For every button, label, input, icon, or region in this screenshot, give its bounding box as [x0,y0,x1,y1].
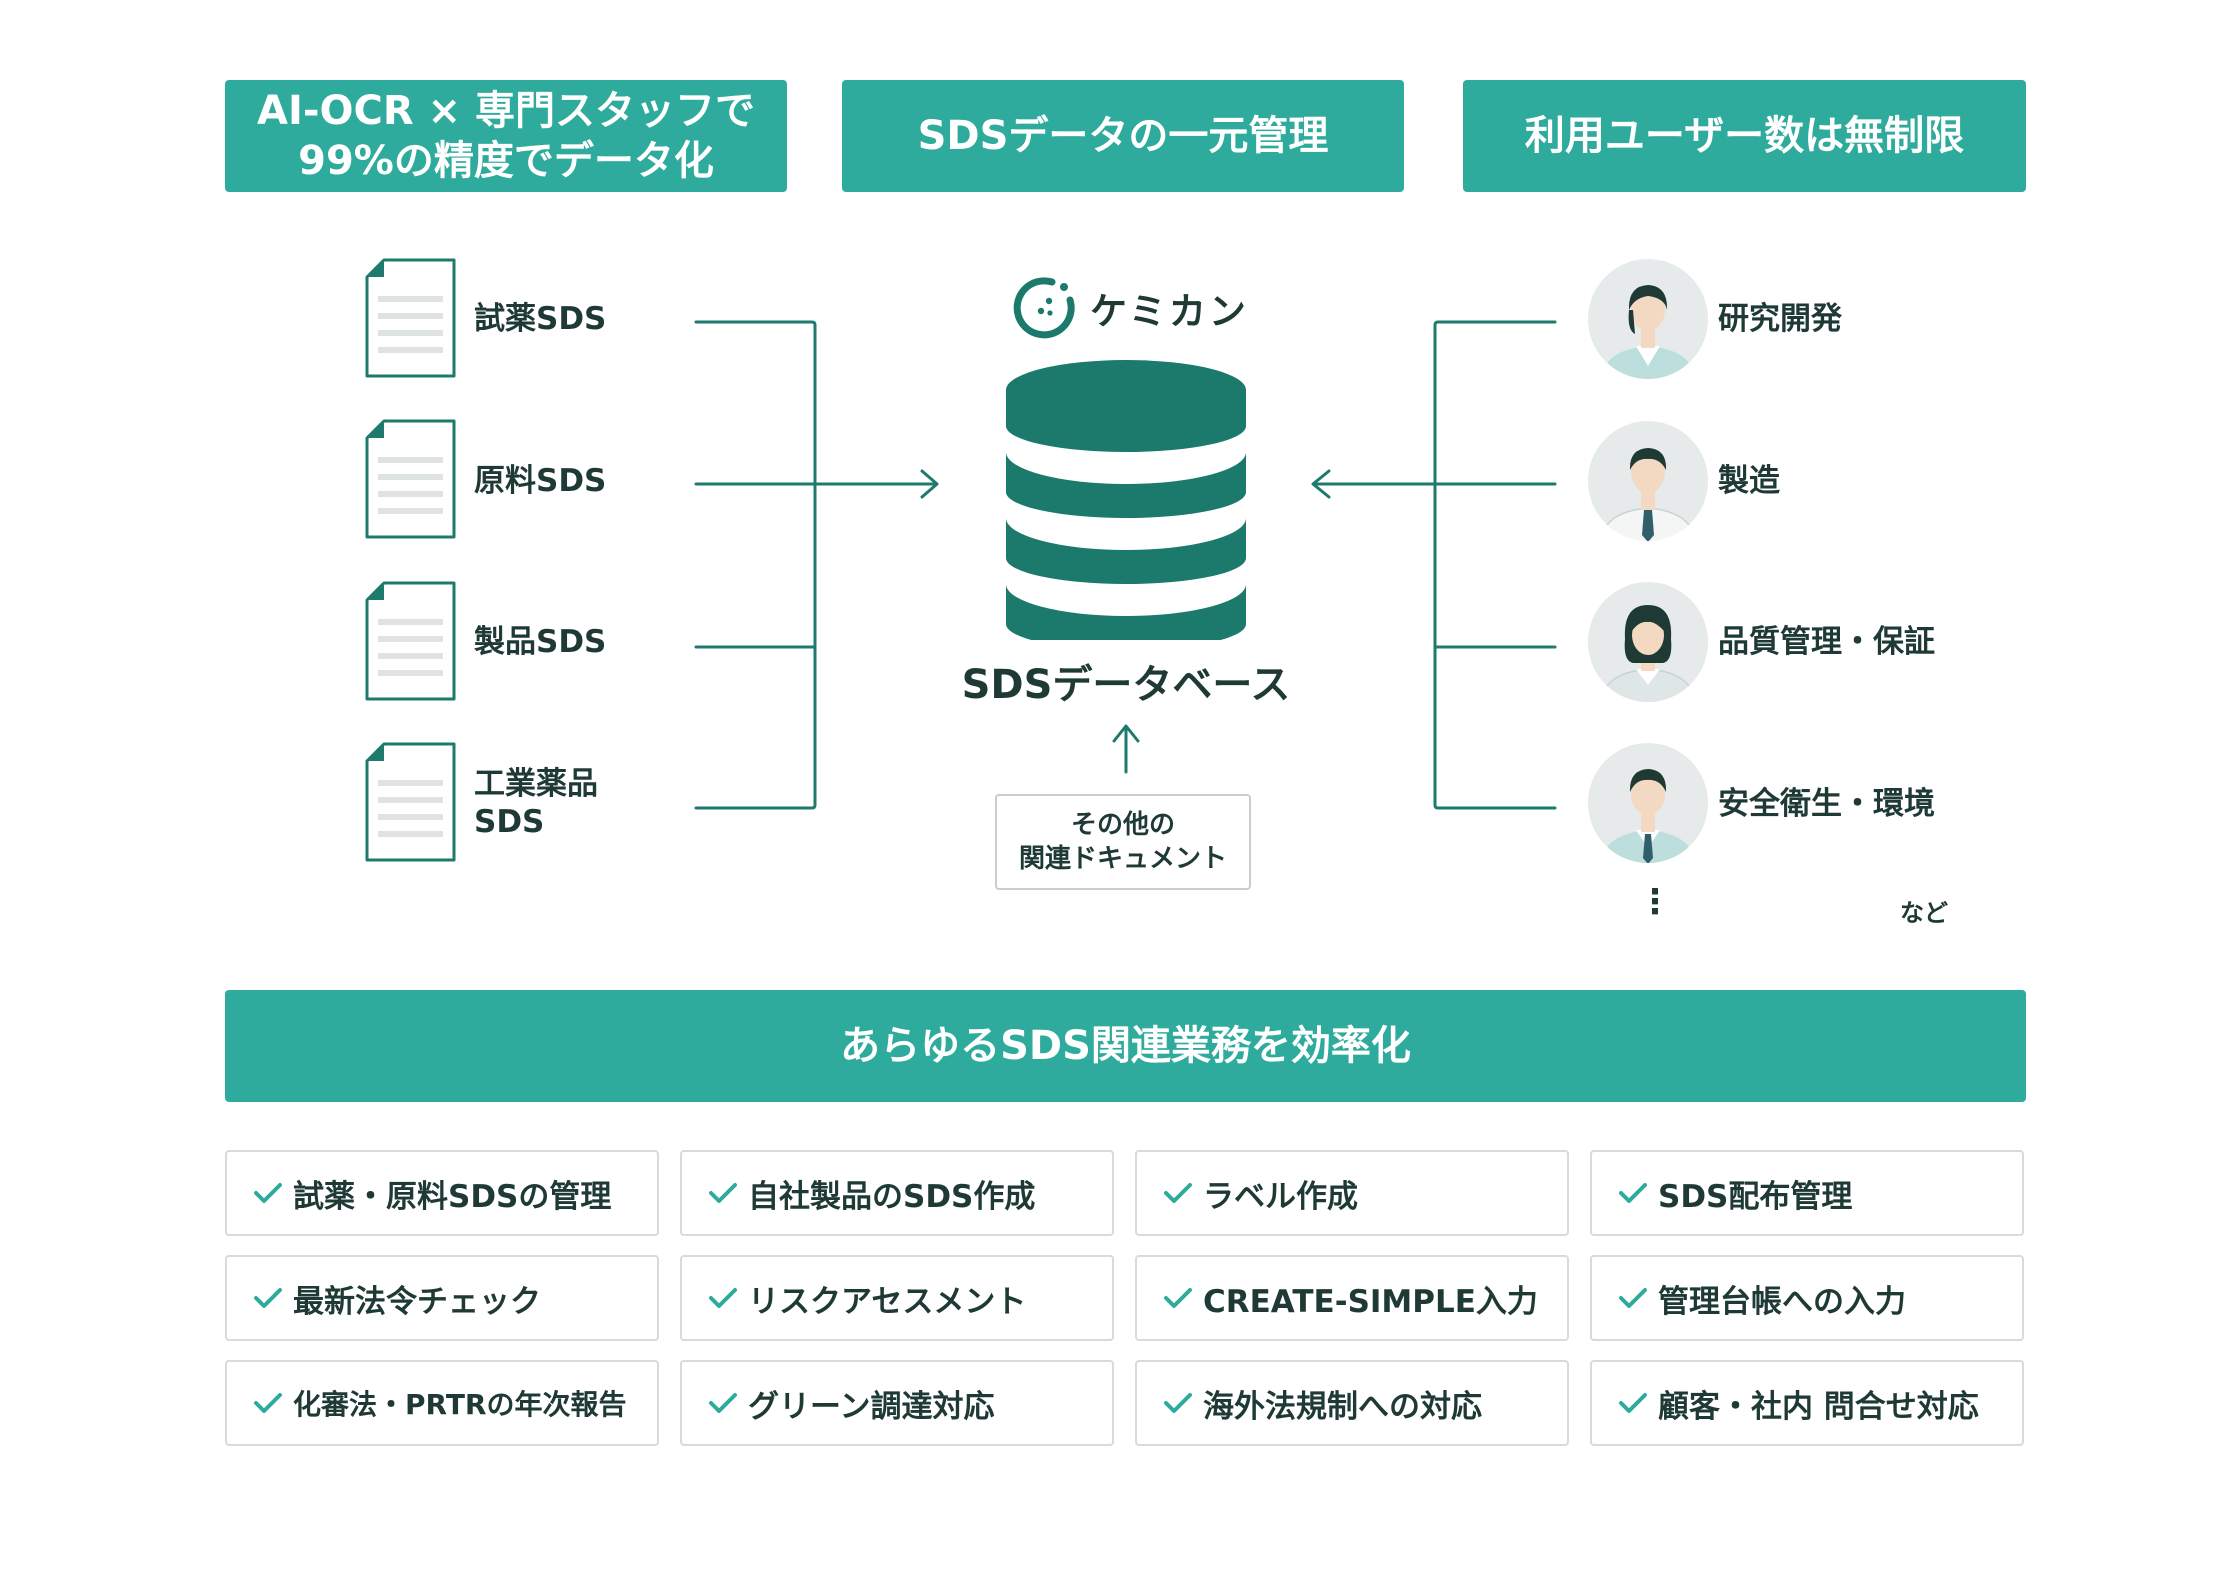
brand-name: ケミカン [1090,290,1249,333]
banner-central-management: SDSデータの一元管理 [842,80,1404,192]
task-card: ラベル作成 [1135,1150,1569,1236]
right-bracket-line [1433,320,1557,810]
check-icon [1619,1183,1647,1203]
banner-ocr-line-1: AI-OCR × 専門スタッフで [257,88,755,134]
dept-label-manufacturing: 製造 [1718,463,1780,499]
task-label: CREATE-SIMPLE入力 [1203,1283,1538,1320]
banner-efficiency: あらゆるSDS関連業務を効率化 [225,990,2026,1102]
task-card: 管理台帳への入力 [1590,1255,2024,1341]
banner-unlimited-users: 利用ユーザー数は無制限 [1463,80,2026,192]
check-icon [254,1288,282,1308]
banner-unlimited-text: 利用ユーザー数は無制限 [1524,113,1965,159]
other-docs-line-2: 関連ドキュメント [1018,844,1227,874]
check-icon [1619,1288,1647,1308]
document-icon [365,419,456,539]
check-icon [709,1288,737,1308]
check-icon [1619,1393,1647,1413]
dept-label-safety: 安全衛生・環境 [1718,786,1935,822]
check-icon [1164,1393,1192,1413]
check-icon [254,1183,282,1203]
safety-avatar-icon [1588,743,1708,863]
check-icon [1164,1288,1192,1308]
banner-ocr-line-2: 99%の精度でデータ化 [298,138,714,184]
banner-efficiency-text: あらゆるSDS関連業務を効率化 [840,1023,1411,1069]
etc-label: など [1900,899,1948,927]
task-label: ラベル作成 [1203,1178,1358,1215]
right-arrow-head [1311,469,1331,499]
brand-logo: ケミカン [1012,276,1249,340]
document-icon [365,742,456,862]
up-arrow-head [1112,724,1140,743]
banner-ocr-accuracy: AI-OCR × 専門スタッフで 99%の精度でデータ化 [225,80,787,192]
doc-label-industrial: 工業薬品 SDS [474,765,598,841]
task-card: 試薬・原料SDSの管理 [225,1150,659,1236]
check-icon [709,1393,737,1413]
database-icon [1006,360,1246,640]
task-card: グリーン調達対応 [680,1360,1114,1446]
chemican-logo-icon [1013,277,1075,339]
doc-label-raw-material: 原料SDS [474,463,607,499]
doc-label-industrial-line-2: SDS [474,804,545,840]
task-card: 顧客・社内 問合せ対応 [1590,1360,2024,1446]
database-label: SDSデータベース [961,662,1291,708]
more-dots: ⋮ [1638,882,1672,922]
check-icon [254,1393,282,1413]
dept-label-quality: 品質管理・保証 [1718,624,1935,660]
researcher-avatar-icon [1588,259,1708,379]
task-label: リスクアセスメント [748,1283,1027,1320]
left-bracket-line [694,320,817,810]
doc-label-product: 製品SDS [474,624,607,660]
task-label: 海外法規制への対応 [1203,1388,1482,1425]
check-icon [709,1183,737,1203]
task-card: 化審法・PRTRの年次報告 [225,1360,659,1446]
other-documents-box: その他の 関連ドキュメント [995,794,1251,890]
task-card: リスクアセスメント [680,1255,1114,1341]
check-icon [1164,1183,1192,1203]
task-label: 試薬・原料SDSの管理 [293,1178,612,1215]
task-card: CREATE-SIMPLE入力 [1135,1255,1569,1341]
doc-label-reagent: 試薬SDS [474,301,607,337]
manufacturing-avatar-icon [1588,421,1708,541]
document-icon [365,581,456,701]
task-card: 最新法令チェック [225,1255,659,1341]
task-label: 最新法令チェック [293,1283,541,1320]
task-label: SDS配布管理 [1658,1178,1853,1215]
task-card: 海外法規制への対応 [1135,1360,1569,1446]
task-card: 自社製品のSDS作成 [680,1150,1114,1236]
other-docs-line-1: その他の [1070,810,1175,840]
task-label: 管理台帳への入力 [1658,1283,1906,1320]
task-label: グリーン調達対応 [748,1388,995,1425]
task-label: 顧客・社内 問合せ対応 [1658,1388,1979,1425]
dept-label-rnd: 研究開発 [1718,301,1842,337]
task-label: 化審法・PRTRの年次報告 [293,1388,627,1421]
task-card: SDS配布管理 [1590,1150,2024,1236]
doc-label-industrial-line-1: 工業薬品 [474,766,598,802]
left-arrow-head [920,469,939,499]
banner-central-text: SDSデータの一元管理 [917,113,1329,159]
quality-avatar-icon [1588,582,1708,702]
task-label: 自社製品のSDS作成 [748,1178,1036,1215]
document-icon [365,258,456,378]
